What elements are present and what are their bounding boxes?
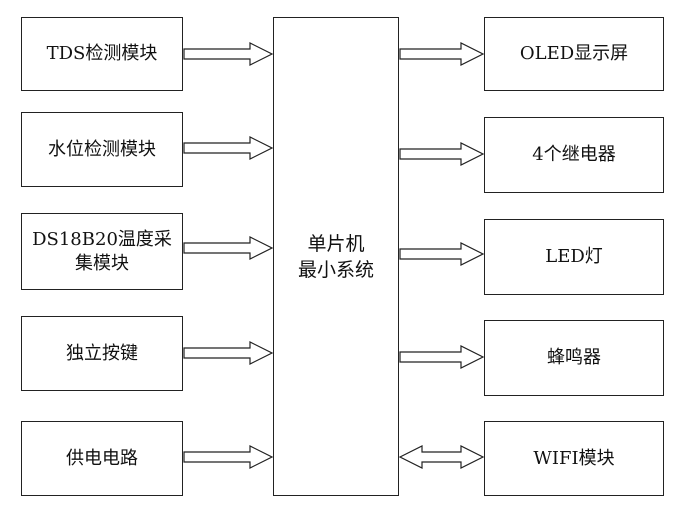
- module-tds-detection: TDS检测模块: [21, 17, 183, 91]
- arrow-temperature-to-mcu: [183, 236, 274, 260]
- module-label: OLED显示屏: [519, 43, 629, 64]
- module-buzzer: 蜂鸣器: [484, 320, 664, 396]
- arrow-mcu-to-oled: [399, 42, 485, 66]
- module-label: 供电电路: [66, 447, 138, 469]
- arrow-mcu-wifi-bidirectional: [398, 445, 485, 469]
- mcu-minimum-system: 单片机 最小系统: [273, 17, 399, 496]
- module-temperature-acquisition: DS18B20温度采 集模块: [21, 213, 183, 290]
- mcu-label-line1: 单片机: [307, 232, 365, 255]
- arrow-tds-to-mcu: [183, 42, 274, 66]
- module-relays: 4个继电器: [484, 117, 664, 193]
- module-label-line2: 集模块: [75, 252, 129, 274]
- module-label: WIFI模块: [533, 447, 615, 469]
- arrow-water-level-to-mcu: [183, 136, 274, 160]
- module-label: 蜂鸣器: [547, 347, 601, 368]
- module-label-line1: DS18B20温度采: [32, 228, 172, 250]
- module-water-level-detection: 水位检测模块: [21, 112, 183, 187]
- module-oled-display: OLED显示屏: [484, 17, 664, 91]
- module-power-supply: 供电电路: [21, 421, 183, 496]
- module-label: 水位检测模块: [48, 138, 156, 160]
- arrow-power-to-mcu: [183, 445, 274, 469]
- arrow-keys-to-mcu: [183, 341, 274, 365]
- module-label: 4个继电器: [532, 144, 616, 165]
- arrow-mcu-to-relays: [399, 142, 485, 166]
- module-led-light: LED灯: [484, 219, 664, 295]
- module-label: 独立按键: [66, 342, 138, 364]
- module-wifi: WIFI模块: [484, 421, 664, 496]
- module-independent-keys: 独立按键: [21, 316, 183, 391]
- arrow-mcu-to-led: [399, 242, 485, 266]
- arrow-mcu-to-buzzer: [399, 345, 485, 369]
- mcu-label-line2: 最小系统: [297, 258, 374, 281]
- module-label: LED灯: [545, 246, 603, 267]
- module-label: TDS检测模块: [46, 43, 158, 64]
